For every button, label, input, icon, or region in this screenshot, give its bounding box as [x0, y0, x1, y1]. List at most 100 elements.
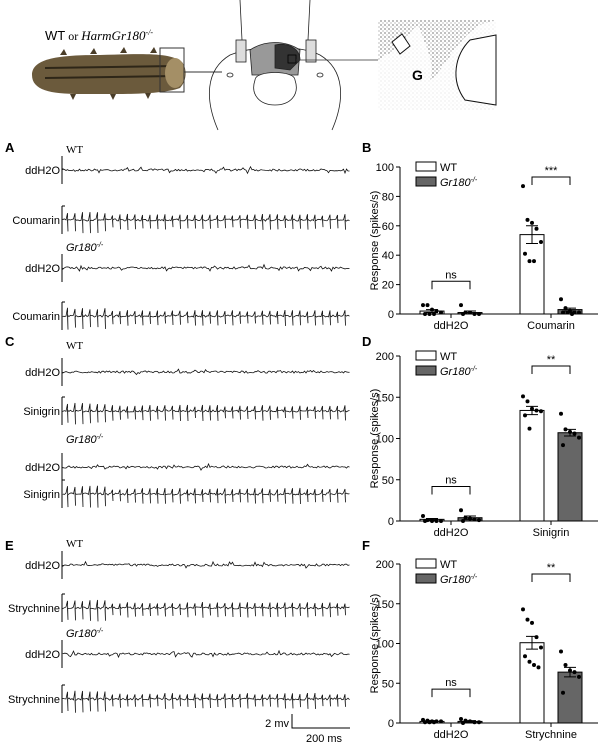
y-tick-label: 20: [382, 280, 394, 292]
data-point: [563, 662, 568, 667]
trace-signal: [62, 368, 350, 376]
panel-label: D: [362, 334, 371, 349]
data-point: [527, 259, 532, 264]
y-tick-label: 40: [382, 250, 394, 262]
data-point: [534, 635, 539, 640]
data-point: [559, 649, 563, 654]
bar-wt: [519, 642, 545, 724]
data-point: [477, 312, 481, 316]
legend-name: Gr180: [440, 177, 471, 189]
data-point: [530, 220, 534, 225]
data-point: [530, 406, 534, 411]
legend-name: Gr180: [440, 574, 471, 586]
x-tick-label: Coumarin: [527, 320, 575, 332]
y-tick-label: 150: [376, 599, 394, 611]
trace-label: ddH2O: [25, 462, 60, 474]
data-point: [523, 654, 527, 659]
panel-label: A: [5, 140, 15, 155]
significance-label: **: [547, 562, 556, 574]
y-tick-label: 0: [388, 309, 394, 321]
y-tick-label: 100: [376, 639, 394, 651]
data-point: [561, 310, 565, 315]
bar-wt: [519, 234, 545, 315]
larva-image: [32, 47, 222, 100]
trace-signal: [62, 690, 350, 713]
trace-label: ddH2O: [25, 367, 60, 379]
data-point: [439, 719, 443, 724]
significance-label: ns: [445, 677, 457, 689]
data-point: [523, 251, 527, 256]
y-tick-label: 80: [382, 191, 394, 203]
data-point: [425, 303, 430, 308]
data-point: [572, 670, 577, 675]
genotype-label-wt: WT: [66, 340, 83, 352]
data-point: [565, 310, 570, 315]
data-point: [461, 721, 465, 725]
trace-signal: [62, 165, 350, 175]
data-point: [561, 690, 565, 695]
panel-label: E: [5, 538, 14, 553]
y-tick-label: 200: [376, 559, 394, 571]
data-point: [577, 435, 581, 440]
genotype-label-wt: WT: [66, 538, 83, 550]
trace-label: Strychnine: [8, 603, 60, 615]
trace-signal: [62, 485, 350, 508]
genotype-label-wt: WT: [66, 144, 83, 156]
trace-label: Sinigrin: [23, 489, 60, 501]
data-point: [532, 662, 536, 667]
data-point: [527, 659, 532, 664]
legend-label: WT: [440, 162, 457, 174]
data-point: [577, 674, 581, 679]
y-axis-label: Response (spikes/s): [369, 594, 381, 694]
legend-sup: -/-: [471, 574, 478, 581]
y-tick-label: 200: [376, 351, 394, 363]
data-point: [421, 514, 425, 519]
data-point: [577, 310, 581, 315]
significance-bracket: [531, 573, 571, 582]
data-point: [423, 519, 427, 523]
legend-name: WT: [440, 162, 457, 174]
schematic: WT or HarmGr180-/- G: [32, 0, 497, 131]
data-point: [536, 665, 541, 670]
legend-name: WT: [440, 559, 457, 571]
data-point: [521, 607, 525, 612]
data-point: [534, 408, 539, 413]
trace-bracket: [61, 593, 65, 622]
legend-label: Gr180-/-: [440, 366, 478, 378]
significance-bracket: [431, 486, 471, 495]
y-tick-label: 0: [388, 516, 394, 528]
scale-bar: 2 mv 200 ms: [265, 714, 350, 745]
legend-label: WT: [440, 351, 457, 363]
trace-label: ddH2O: [25, 560, 60, 572]
data-point: [525, 217, 530, 222]
panel-label: C: [5, 334, 15, 349]
legend-name: WT: [440, 351, 457, 363]
trace-signal: [62, 649, 350, 659]
data-point: [539, 409, 543, 414]
y-tick-label: 0: [388, 718, 394, 730]
data-point: [559, 411, 563, 416]
data-point: [568, 429, 572, 434]
y-tick-label: 50: [382, 678, 394, 690]
y-tick-label: 150: [376, 392, 394, 404]
inset-label-g: G: [412, 67, 423, 83]
genotype-caption: WT or HarmGr180-/-: [45, 28, 153, 43]
trace-signal: [62, 263, 350, 272]
significance-bracket: [431, 688, 471, 698]
scale-time: 200 ms: [306, 733, 343, 745]
panel-label: B: [362, 140, 371, 155]
scale-voltage: 2 mv: [265, 718, 289, 730]
genotype-label-mutant: Gr180-/-: [66, 434, 104, 446]
trace-label: Coumarin: [12, 215, 60, 227]
trace-signal: [62, 402, 350, 425]
data-point: [468, 310, 472, 315]
data-point: [532, 259, 536, 264]
genotype-name: Gr180: [66, 242, 97, 254]
data-point: [432, 312, 436, 316]
data-point: [561, 443, 565, 448]
legend-label: Gr180-/-: [440, 177, 478, 189]
trace-bracket: [61, 205, 65, 234]
